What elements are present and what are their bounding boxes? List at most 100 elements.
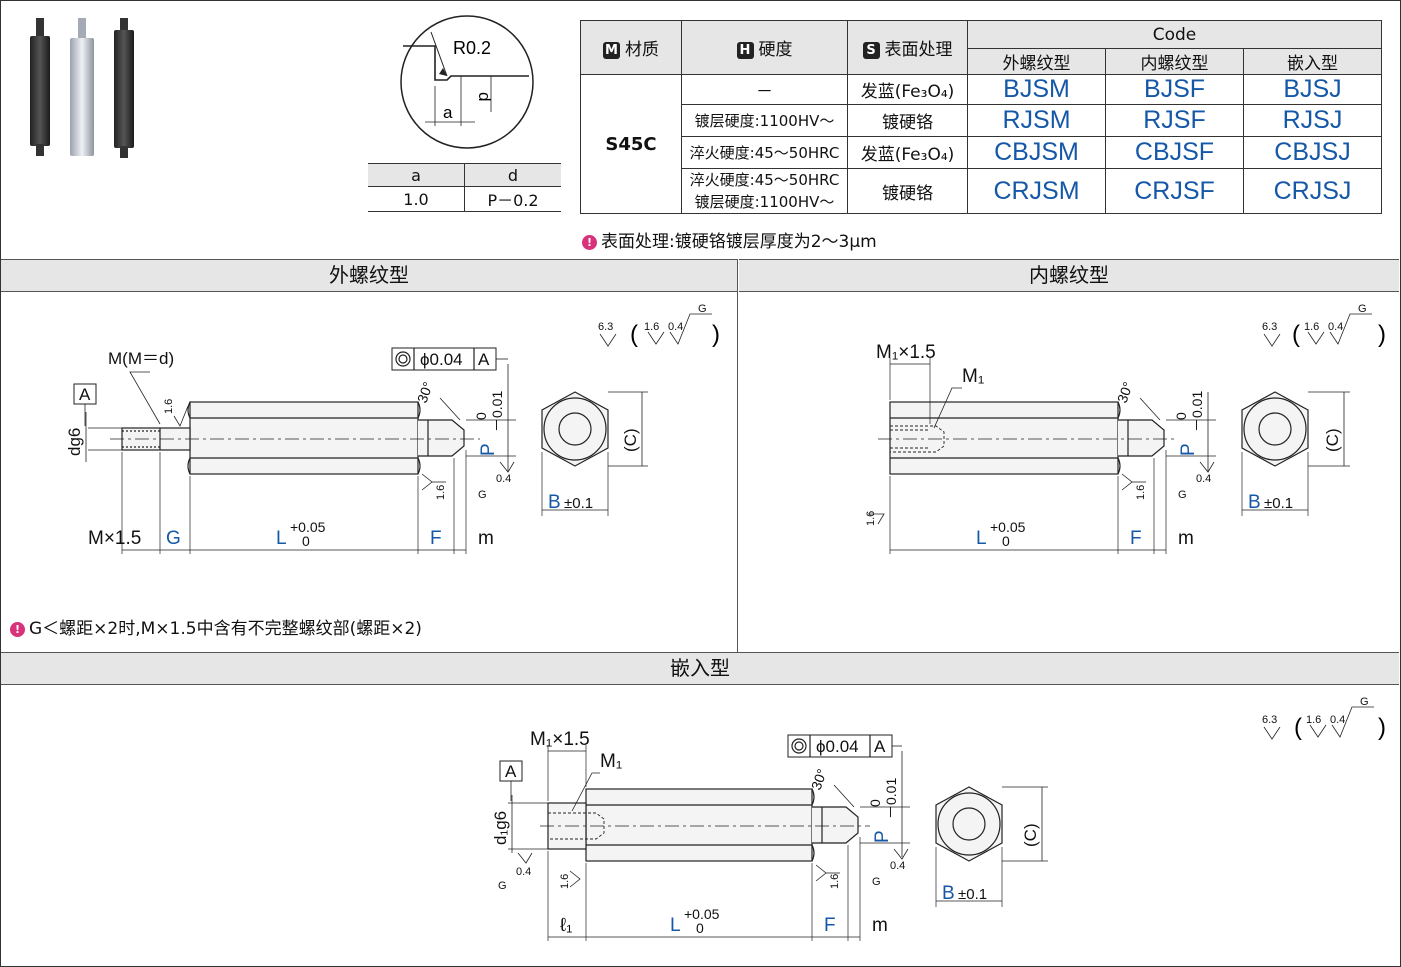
ext-l-lo: 0	[302, 533, 310, 549]
ext-f: F	[430, 528, 442, 549]
hardness-r4b: 镀层硬度:1100HV～	[694, 193, 835, 211]
section-ins-header: 嵌入型	[1, 652, 1399, 685]
ins-l1: ℓ₁	[560, 915, 573, 936]
ext-m: m	[478, 528, 494, 549]
ext-m-label: M(M＝d)	[108, 349, 174, 368]
int-m1x: M₁×1.5	[876, 342, 936, 363]
ext-paren-open: (	[630, 321, 638, 348]
code-cbjsj: CBJSJ	[1243, 136, 1382, 169]
int-l-up: +0.05	[990, 519, 1026, 535]
ins-hex-body	[585, 788, 813, 862]
ad-header-a: a	[368, 163, 465, 187]
ext-r16b: 1.6	[435, 485, 447, 500]
ext-c: (C)	[621, 428, 640, 452]
code-header: Code	[967, 20, 1382, 49]
spacer-black-ins	[114, 18, 134, 158]
surface-badge: S	[862, 42, 880, 59]
hardness-header: 硬度	[758, 40, 793, 60]
ext-dg6: dg6	[65, 428, 84, 456]
ins-gsym-a: G	[498, 880, 507, 892]
code-bjsj: BJSJ	[1243, 74, 1382, 105]
ins-r04a: 0.4	[516, 866, 531, 878]
ext-gsym: G	[478, 489, 487, 501]
ins-m1x: M₁×1.5	[530, 729, 590, 750]
surface-r2: 镀硬铬	[847, 104, 968, 137]
int-b: B	[1248, 492, 1261, 513]
ext-tol: ϕ0.04	[420, 350, 463, 369]
hardness-r3: 淬火硬度:45～50HRC	[681, 136, 848, 169]
int-paren-open: (	[1292, 321, 1300, 348]
int-r16c: 1.6	[1304, 321, 1319, 333]
int-p-lo: －0.01	[1189, 391, 1205, 432]
ext-p-up: 0	[473, 412, 489, 420]
code-cbjsm: CBJSM	[967, 136, 1106, 169]
radius-label: R0.2	[453, 38, 491, 58]
ext-b-tol: ±0.1	[564, 495, 593, 512]
surface-r3: 发蓝(Fe₃O₄)	[847, 136, 968, 169]
ext-r04b: 0.4	[668, 321, 683, 333]
ins-tol: ϕ0.04	[816, 737, 859, 756]
int-angle: 30°	[1114, 380, 1136, 405]
int-paren-close: )	[1378, 321, 1386, 348]
a-label: a	[443, 103, 453, 122]
note-g-text: G＜螺距×2时,M×1.5中含有不完整螺纹部(螺距×2)	[29, 619, 422, 639]
ins-angle: 30°	[808, 767, 830, 792]
code-bjsm: BJSM	[967, 74, 1106, 105]
ins-m: m	[872, 915, 888, 936]
note-surface: ! 表面处理:镀硬铬镀层厚度为2～3μm	[582, 227, 877, 252]
ins-paren-close: )	[1378, 714, 1386, 741]
int-p: P	[1178, 443, 1199, 456]
ext-hex-body	[189, 401, 419, 475]
ext-b: B	[548, 492, 561, 513]
hardness-r4a: 淬火硬度:45～50HRC	[689, 171, 840, 189]
ins-r04b: 0.4	[890, 860, 905, 872]
ins-p: P	[872, 830, 893, 843]
code-crjsm: CRJSM	[967, 168, 1106, 214]
code-cbjsf: CBJSF	[1105, 136, 1244, 169]
int-r16a: 1.6	[865, 511, 877, 526]
edge-detail: R0.2 a d	[400, 15, 534, 149]
ad-value-a: 1.0	[368, 186, 465, 212]
code-rjsf: RJSF	[1105, 104, 1244, 137]
section-divider	[737, 259, 738, 652]
int-b-tol: ±0.1	[1264, 495, 1293, 512]
ins-p-up: 0	[867, 799, 883, 807]
ext-g: G	[166, 528, 181, 549]
int-l: L	[976, 528, 987, 549]
ext-gsym2: G	[698, 303, 707, 315]
ext-r63: 6.3	[598, 321, 613, 333]
code-crjsj: CRJSJ	[1243, 168, 1382, 214]
surface-r4: 镀硬铬	[847, 168, 968, 214]
ext-hex-end-view	[541, 391, 609, 467]
ins-f: F	[824, 915, 836, 936]
code-crjsf: CRJSF	[1105, 168, 1244, 214]
ins-datum: A	[505, 762, 517, 781]
int-drawing: M₁×1.5 M₁ 30° P 0 －0.01 L +0.05 0 F m B …	[865, 303, 1386, 554]
col-int: 内螺纹型	[1105, 48, 1244, 75]
note-surface-text: 表面处理:镀硬铬镀层厚度为2～3μm	[601, 232, 877, 252]
int-m1: M₁	[962, 366, 984, 387]
ext-p-lo: －0.01	[489, 391, 505, 432]
ad-header-d: d	[464, 163, 561, 187]
ins-r63: 6.3	[1262, 714, 1277, 726]
hardness-badge: H	[736, 42, 754, 59]
info-icon: !	[10, 622, 25, 637]
ins-r16b: 1.6	[829, 874, 841, 889]
code-rjsj: RJSJ	[1243, 104, 1382, 137]
ext-p: P	[478, 443, 499, 456]
ins-p-lo: －0.01	[883, 778, 899, 819]
ins-l-lo: 0	[696, 920, 704, 936]
int-r04: 0.4	[1196, 473, 1211, 485]
ext-paren-close: )	[712, 321, 720, 348]
surface-r1: 发蓝(Fe₃O₄)	[847, 74, 968, 105]
hardness-r1: －	[681, 74, 848, 105]
ext-r16c: 1.6	[644, 321, 659, 333]
info-icon: !	[582, 235, 597, 250]
ins-r04c: 0.4	[1330, 714, 1345, 726]
ext-datum: A	[79, 385, 91, 404]
int-p-up: 0	[1173, 412, 1189, 420]
ext-r16a: 1.6	[163, 399, 175, 414]
int-pilot	[1118, 419, 1165, 457]
ext-r04: 0.4	[496, 473, 511, 485]
